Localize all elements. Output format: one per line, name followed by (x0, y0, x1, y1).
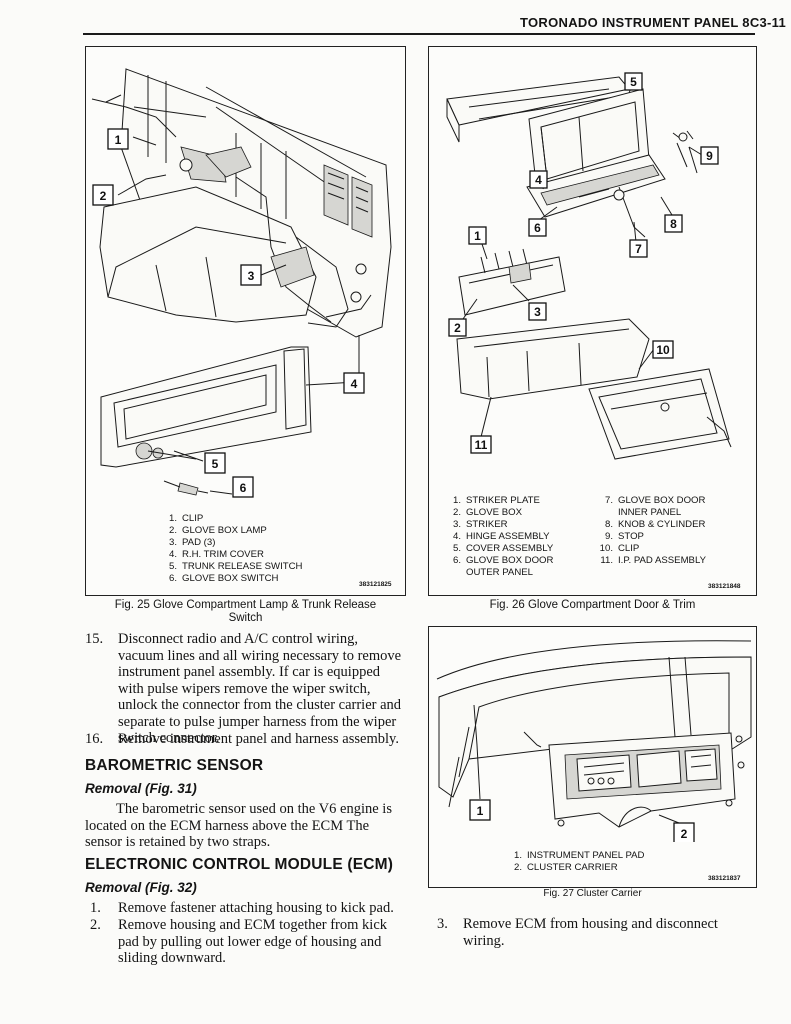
legend-item: 9.STOP (604, 531, 644, 542)
figure-25-code: 383121825 (359, 581, 392, 588)
figure-27-frame: 1 2 1.INSTRUMENT PANEL PAD 2.CLUSTER CAR… (428, 626, 757, 888)
ecm-step-1: 1. Remove fastener attaching housing to … (90, 900, 394, 916)
legend-item: 11.I.P. PAD ASSEMBLY (600, 555, 706, 566)
figure-27-code: 383121837 (708, 875, 741, 882)
legend-item: 3.STRIKER (452, 519, 508, 530)
legend-item: 4.R.H. TRIM COVER (168, 549, 264, 560)
figure-25-illustration: 1 2 3 4 5 6 (91, 68, 392, 498)
fig27-callout-2: 2 (681, 827, 688, 841)
legend-item: 4.HINGE ASSEMBLY (452, 531, 550, 542)
fig27-callout-1: 1 (477, 804, 484, 818)
fig26-callout-6: 6 (534, 221, 541, 235)
figure-27-legend: 1.INSTRUMENT PANEL PAD 2.CLUSTER CARRIER (504, 850, 644, 874)
fig25-callout-3: 3 (248, 269, 255, 283)
legend-item: 3.PAD (3) (168, 537, 216, 548)
legend-item: 5.COVER ASSEMBLY (452, 543, 554, 554)
figure-26-frame: 5 9 4 8 6 1 7 3 2 10 11 1.STRIKER PLATE … (428, 46, 757, 596)
legend-item: 6.GLOVE BOX SWITCH (168, 573, 279, 584)
barometric-paragraph: The barometric sensor used on the V6 eng… (85, 801, 392, 850)
legend-item: 8.KNOB & CYLINDER (604, 519, 706, 530)
fig26-callout-2: 2 (454, 321, 461, 335)
fig26-callout-5: 5 (630, 75, 637, 89)
legend-item: 5.TRUNK RELEASE SWITCH (168, 561, 303, 572)
figure-26-caption: Fig. 26 Glove Compartment Door & Trim (489, 599, 696, 611)
legend-item: 2.CLUSTER CARRIER (513, 862, 618, 873)
barometric-subheading: Removal (Fig. 31) (85, 781, 197, 796)
figure-25-frame: 1 2 3 4 5 6 1.CLIP 2.GLOVE BOX LAMP 3.PA… (85, 46, 406, 596)
legend-item: 2.GLOVE BOX (452, 507, 522, 518)
fig25-callout-2: 2 (100, 189, 107, 203)
fig26-callout-11: 11 (475, 438, 488, 452)
header-rule (83, 33, 755, 35)
legend-item: 2.GLOVE BOX LAMP (168, 525, 267, 536)
figure-26-illustration: 5 9 4 8 6 1 7 3 2 10 11 (446, 72, 732, 460)
ecm-step-3: 3. Remove ECM from housing and disconnec… (437, 916, 718, 949)
figure-27-illustration: 1 2 (436, 640, 752, 842)
legend-item: 1.INSTRUMENT PANEL PAD (513, 850, 645, 861)
figure-26-legend-right: 7.GLOVE BOX DOOR INNER PANEL 8.KNOB & CY… (595, 495, 706, 567)
ecm-step-2: 2. Remove housing and ECM together from … (90, 917, 388, 966)
fig26-callout-8: 8 (670, 217, 677, 231)
fig25-callout-4: 4 (351, 377, 358, 391)
figure-27-caption: Fig. 27 Cluster Carrier (543, 888, 642, 899)
fig25-callout-5: 5 (212, 457, 219, 471)
legend-item: 6.GLOVE BOX DOOR (452, 555, 554, 566)
legend-item: OUTER PANEL (466, 567, 533, 578)
fig26-callout-10: 10 (656, 343, 670, 357)
figure-25-caption: Fig. 25 Glove Compartment Lamp & Trunk R… (114, 599, 377, 624)
fig26-callout-9: 9 (706, 149, 713, 163)
legend-item: 7.GLOVE BOX DOOR (604, 495, 706, 506)
fig26-callout-4: 4 (535, 173, 542, 187)
legend-item: 1.CLIP (168, 513, 204, 524)
fig25-callout-6: 6 (240, 481, 247, 495)
legend-item: 10.CLIP (599, 543, 640, 554)
fig26-callout-7: 7 (635, 242, 642, 256)
legend-item: INNER PANEL (618, 507, 682, 518)
ecm-subheading: Removal (Fig. 32) (85, 880, 197, 895)
step-16: 16. Remove instrument panel and harness … (85, 731, 399, 747)
step-15: 15. Disconnect radio and A/C control wir… (85, 631, 402, 746)
legend-item: 1.STRIKER PLATE (452, 495, 540, 506)
fig25-callout-1: 1 (115, 133, 122, 147)
fig26-callout-3: 3 (534, 305, 541, 319)
figure-25-legend: 1.CLIP 2.GLOVE BOX LAMP 3.PAD (3) 4.R.H.… (159, 513, 303, 585)
figure-26-legend-left: 1.STRIKER PLATE 2.GLOVE BOX 3.STRIKER 4.… (443, 495, 553, 579)
fig26-callout-1: 1 (474, 229, 481, 243)
ecm-heading: ELECTRONIC CONTROL MODULE (ECM) (85, 856, 394, 873)
page-header: TORONADO INSTRUMENT PANEL 8C3-11 (520, 15, 787, 30)
figure-26-code: 383121848 (708, 583, 741, 590)
barometric-heading: BAROMETRIC SENSOR (85, 757, 264, 774)
